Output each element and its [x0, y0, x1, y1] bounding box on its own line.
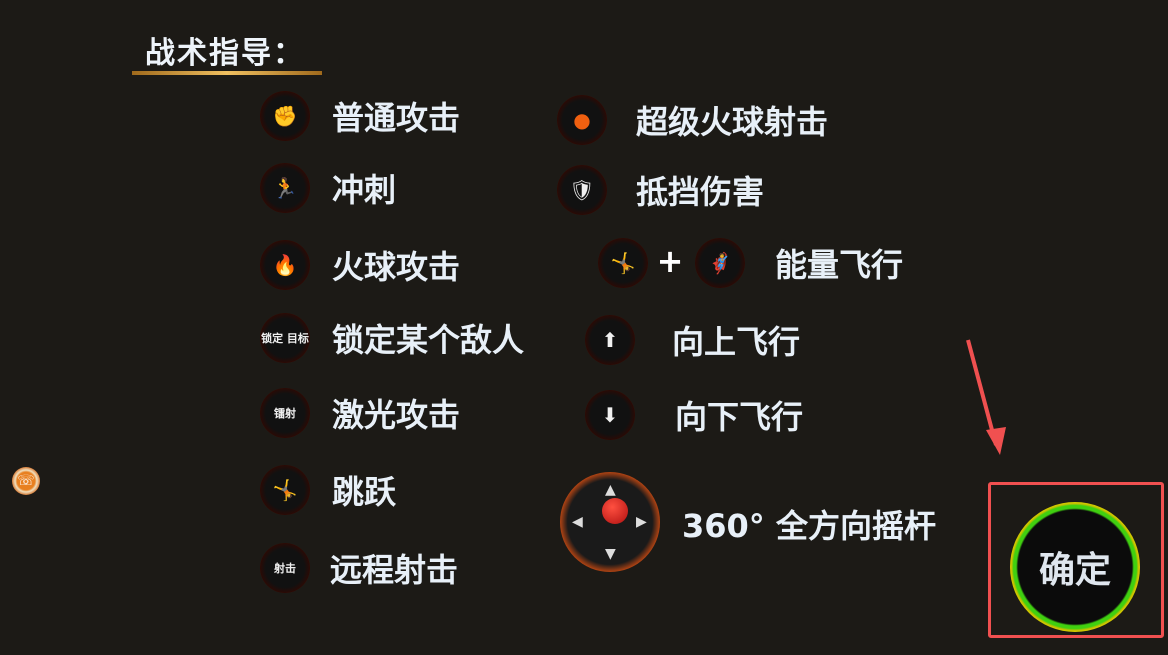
label-normal-attack: 普通攻击 [332, 99, 461, 137]
label-energy-flight: 能量飞行 [775, 246, 904, 284]
label-fireball: 火球攻击 [332, 248, 461, 286]
joystick-icon: ▲ ▼ ◀ ▶ [560, 472, 660, 572]
jump-icon: 🤸 [260, 465, 310, 515]
highlight-box [988, 482, 1164, 638]
arrow-left-icon: ◀ [572, 514, 583, 530]
label-ranged: 远程射击 [330, 551, 459, 589]
lock-target-icon: 锁定 目标 [260, 313, 310, 363]
fist-icon: ✊ [260, 91, 310, 141]
arrow-right-icon: ▶ [636, 514, 647, 530]
arrow-down-icon: ⬇ [585, 390, 635, 440]
shield-icon: 🛡 [557, 165, 607, 215]
label-block: 抵挡伤害 [636, 173, 765, 211]
jump-icon: 🤸 [598, 238, 648, 288]
label-super-fireball: 超级火球射击 [636, 103, 829, 141]
arrow-down-icon: ▼ [605, 546, 616, 562]
fire-icon: 🔥 [260, 240, 310, 290]
pointer-arrow-icon [966, 339, 1006, 455]
confirm-button[interactable]: 确定 [1010, 502, 1140, 632]
title-underline [132, 71, 322, 75]
arrow-up-icon: ⬆ [585, 315, 635, 365]
label-lock-enemy: 锁定某个敌人 [332, 321, 525, 359]
laser-icon: 镭射 [260, 388, 310, 438]
sprint-icon: 🏃 [260, 163, 310, 213]
ranged-shot-icon: 射击 [260, 543, 310, 593]
label-sprint: 冲刺 [332, 171, 397, 209]
arrow-up-icon: ▲ [605, 482, 616, 498]
label-fly-down: 向下飞行 [675, 398, 804, 436]
label-fly-up: 向上飞行 [672, 323, 801, 361]
label-jump: 跳跃 [332, 473, 397, 511]
fly-icon: 🦸 [695, 238, 745, 288]
label-joystick: 360° 全方向摇杆 [682, 507, 936, 545]
label-laser: 激光攻击 [332, 396, 461, 434]
side-menu-icon[interactable]: ☏ [12, 467, 40, 495]
plus-sign: + [656, 242, 684, 281]
super-fireball-icon: ● [557, 95, 607, 145]
page-title: 战术指导： [145, 36, 305, 71]
joystick-knob [602, 498, 628, 524]
